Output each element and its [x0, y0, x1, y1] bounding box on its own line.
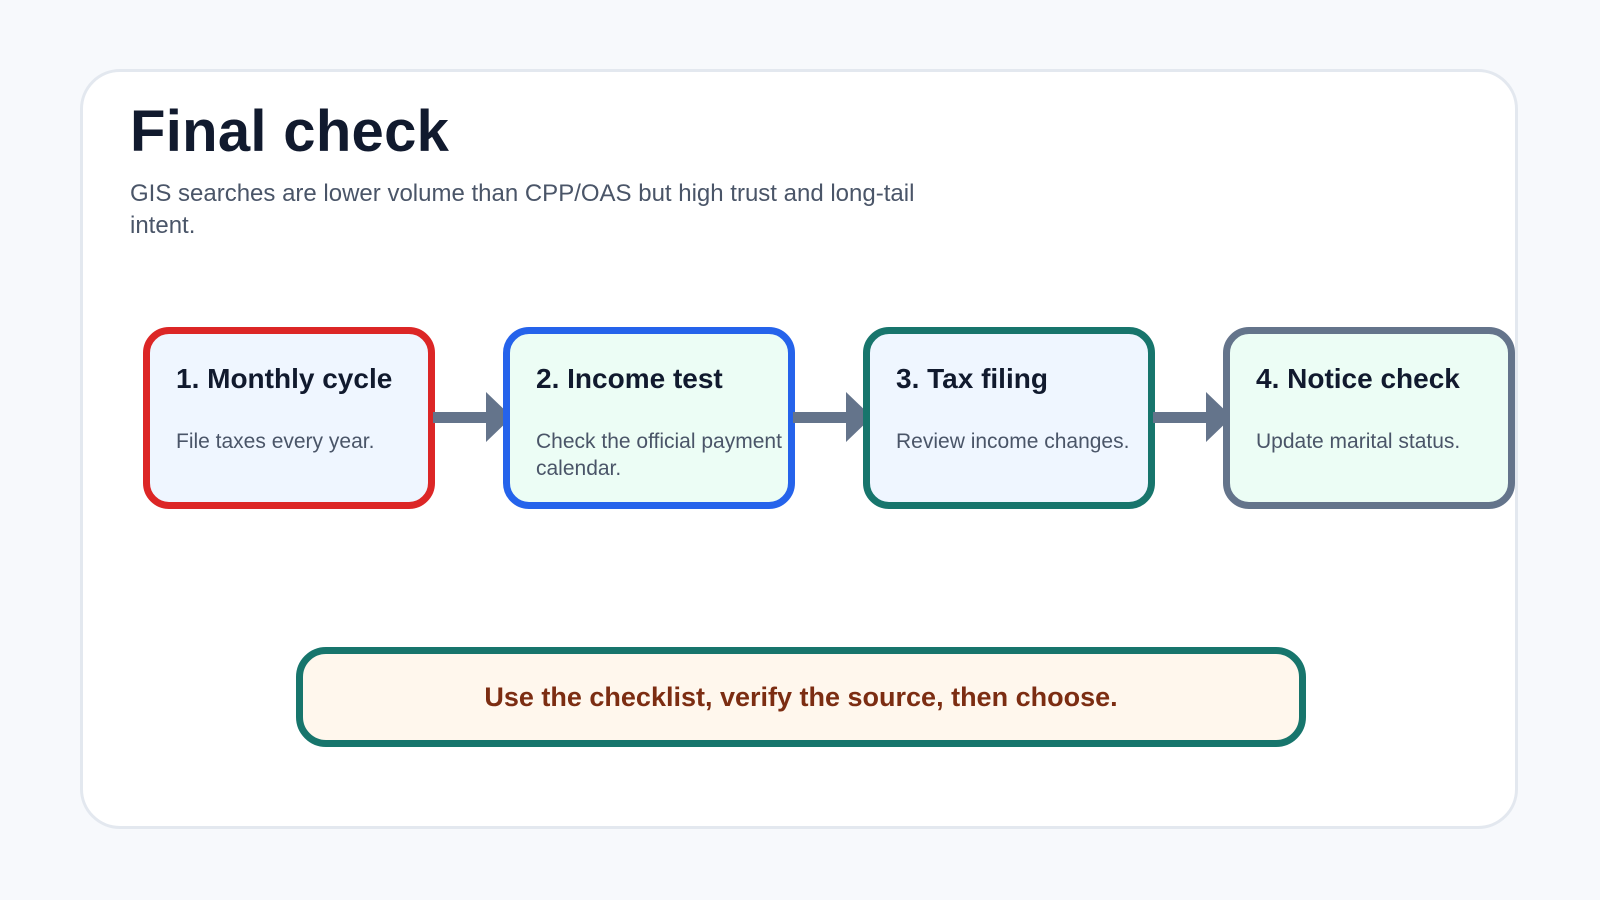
- page-subtitle: GIS searches are lower volume than CPP/O…: [130, 180, 915, 239]
- step-title: 3. Tax filing: [896, 363, 1048, 394]
- flow-arrow-shaft: [433, 412, 488, 423]
- flow-arrow-shaft: [793, 412, 848, 423]
- step-box-income-test: 2. Income test Check the official paymen…: [503, 327, 795, 509]
- step-title: 2. Income test: [536, 363, 723, 394]
- step-description: Update marital status.: [1256, 430, 1461, 453]
- step-description: Review income changes.: [896, 430, 1130, 453]
- step-description: Check the official payment calendar.: [536, 430, 782, 480]
- step-title: 1. Monthly cycle: [176, 363, 393, 394]
- callout-text: Use the checklist, verify the source, th…: [484, 681, 1118, 712]
- step-box-monthly-cycle: 1. Monthly cycle File taxes every year.: [143, 327, 435, 509]
- step-box-tax-filing: 3. Tax filing Review income changes.: [863, 327, 1155, 509]
- flow-arrow-shaft: [1153, 412, 1208, 423]
- step-description: File taxes every year.: [176, 430, 375, 453]
- page-title: Final check: [130, 99, 450, 164]
- summary-callout: Use the checklist, verify the source, th…: [296, 647, 1306, 747]
- step-box-notice-check: 4. Notice check Update marital status.: [1223, 327, 1515, 509]
- step-title: 4. Notice check: [1256, 363, 1460, 394]
